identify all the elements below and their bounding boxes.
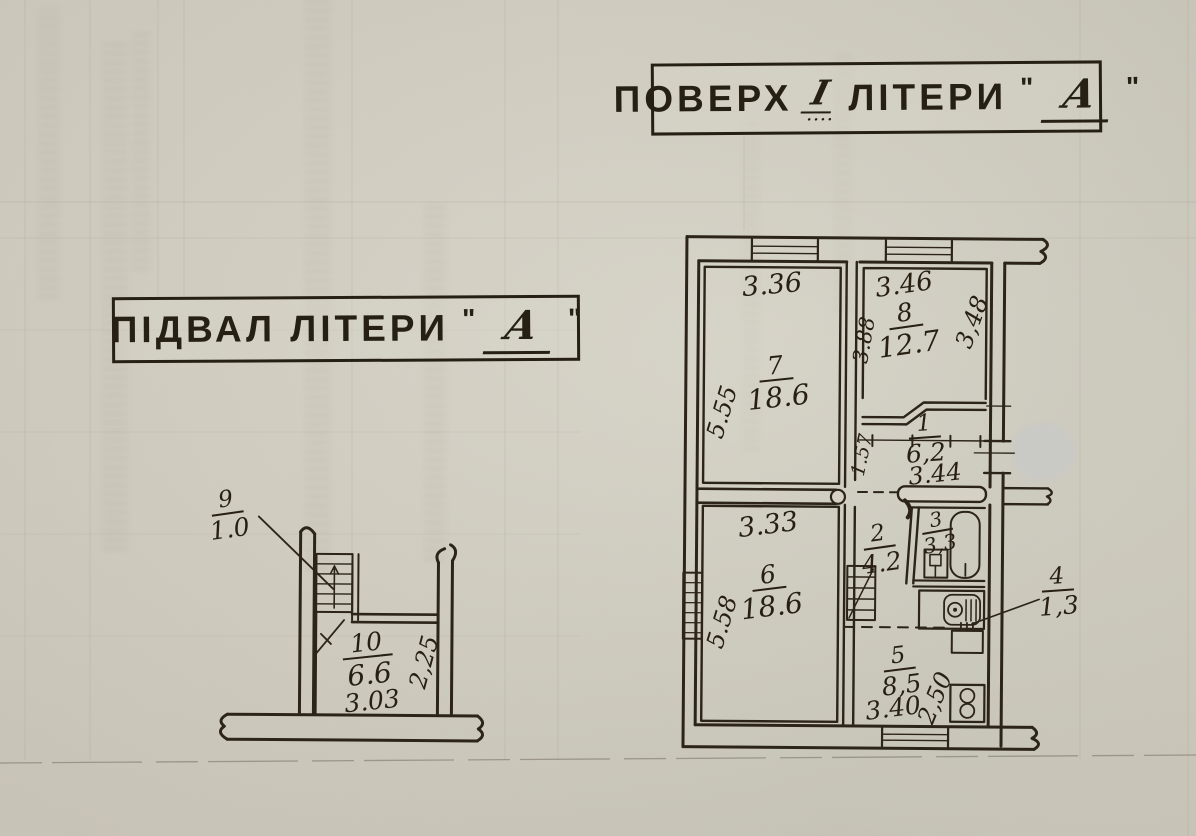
window-icon [750,238,954,749]
room9-leader-line [257,515,335,590]
basement-plan-drawing [218,515,485,743]
close-quote: " [567,302,582,334]
close-quote: " [1125,71,1140,103]
erased-spot [1007,419,1079,485]
floor-title-block: ПОВЕРХ I .... ЛІТЕРИ " А " [614,60,1139,136]
building-letter: А [1041,70,1119,123]
bleed-through-column [834,50,852,310]
room9-label: 9 1.0 [208,485,252,546]
bleed-through-column [424,200,446,560]
basement-door-swing [314,619,345,655]
dimension-ticks [857,434,990,448]
washbasin-icon [917,589,986,631]
bathtub-icon [949,510,981,579]
radiator-icon [681,571,704,640]
room7-label: 7 18.6 [745,350,812,417]
bleed-through-column [305,0,331,570]
bleed-through-column [102,40,128,550]
floor-plan-drawing [681,235,1053,751]
sink-icon [950,621,984,654]
basement-stairs-icon [315,552,360,622]
dim-room1-width: 3.44 [906,457,964,491]
room10-label: 10 6.6 [340,626,396,693]
dim-room7-top: 3.36 [740,266,804,304]
building-letter: А [482,301,561,355]
floor-number: I .... [800,73,840,124]
room4-label: 4 1,3 [1038,563,1080,622]
floor-title-word: ПОВЕРХ [613,77,793,120]
toilet-icon [923,548,949,579]
stove-icon [949,683,986,724]
room2-label: 2 4.2 [860,519,904,580]
dim-room10-width: 3.03 [342,683,402,719]
room6-label: 6 18.6 [738,559,805,627]
bathroom-walls [902,498,986,589]
bleed-through-column [742,120,760,450]
basement-title-block: ПІДВАЛ ЛІТЕРИ " А " [110,294,582,364]
bleed-through-column [38,8,60,298]
floor-stairs-icon [845,564,877,622]
bleed-through-column [132,30,150,270]
open-quote: " [461,303,476,335]
room4-leader-line [971,598,1040,625]
floor-title-word: ЛІТЕРИ [848,76,1008,119]
basement-title-word: ПІДВАЛ ЛІТЕРИ [110,307,450,351]
room8-label: 8 12.7 [875,297,943,365]
open-quote: " [1019,71,1034,103]
